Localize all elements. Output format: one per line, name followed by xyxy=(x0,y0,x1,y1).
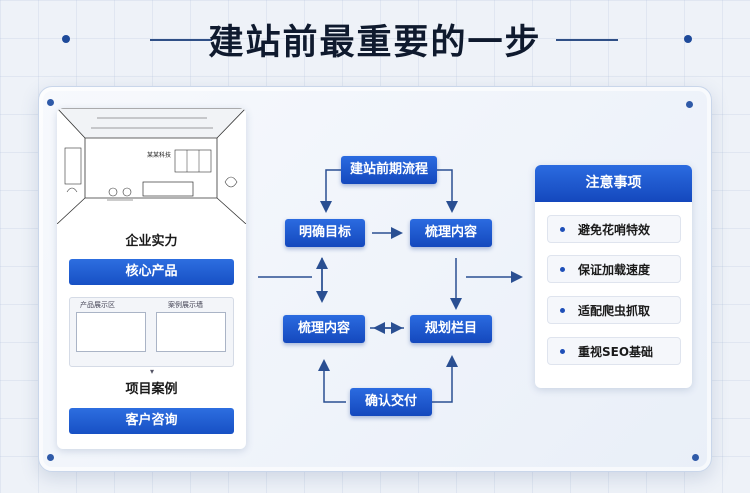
panel-corner-dot xyxy=(47,99,54,106)
wireframe-box xyxy=(76,312,146,352)
office-sign: 某某科技 xyxy=(147,152,172,159)
node-confirm-delivery: 确认交付 xyxy=(350,388,432,416)
label-project-cases: 项目案例 xyxy=(125,382,178,397)
node-pre-build-process: 建站前期流程 xyxy=(341,156,437,184)
notice-item-text: 保证加载速度 xyxy=(578,263,651,277)
wireframe-preview: 产品展示区 案例展示墙 xyxy=(69,297,234,367)
notice-card: 注意事项 避免花哨特效 保证加载速度 适配爬虫抓取 重视SEO基础 xyxy=(535,165,692,388)
panel-corner-dot xyxy=(692,454,699,461)
title-left-line xyxy=(150,39,212,41)
wireframe-right-label: 案例展示墙 xyxy=(168,301,203,309)
page-title: 建站前最重要的一步 xyxy=(208,23,542,63)
bullet-icon xyxy=(560,267,565,272)
bullet-icon xyxy=(560,227,565,232)
bullet-icon xyxy=(560,349,565,354)
label-company-strength: 企业实力 xyxy=(125,234,178,249)
notice-item: 保证加载速度 xyxy=(547,255,681,283)
website-preview-card: 某某科技 企业实力 核心产品 产品展示区 案例展示墙 ▾ 项目案例 客户咨询 xyxy=(57,108,246,449)
wireframe-box xyxy=(156,312,226,352)
title-left-dot xyxy=(62,35,70,43)
notice-item-text: 避免花哨特效 xyxy=(578,223,651,237)
panel-corner-dot xyxy=(47,454,54,461)
label-core-products: 核心产品 xyxy=(69,259,234,285)
notice-item: 避免花哨特效 xyxy=(547,215,681,243)
notice-item-text: 适配爬虫抓取 xyxy=(578,304,651,318)
title-right-line xyxy=(556,39,618,41)
notice-item-text: 重视SEO基础 xyxy=(578,345,654,359)
node-plan-sections: 规划栏目 xyxy=(410,315,492,343)
down-arrow-icon: ▾ xyxy=(150,367,155,376)
label-customer-consult: 客户咨询 xyxy=(69,408,234,434)
node-define-goals: 明确目标 xyxy=(285,219,365,247)
notice-item: 适配爬虫抓取 xyxy=(547,296,681,324)
notice-heading: 注意事项 xyxy=(535,165,692,202)
panel-corner-dot xyxy=(686,101,693,108)
node-organize-content-lower: 梳理内容 xyxy=(283,315,365,343)
bullet-icon xyxy=(560,308,565,313)
notice-item: 重视SEO基础 xyxy=(547,337,681,365)
title-right-dot xyxy=(684,35,692,43)
node-organize-content-upper: 梳理内容 xyxy=(410,219,492,247)
wireframe-left-label: 产品展示区 xyxy=(80,301,115,309)
office-illustration xyxy=(57,108,246,224)
